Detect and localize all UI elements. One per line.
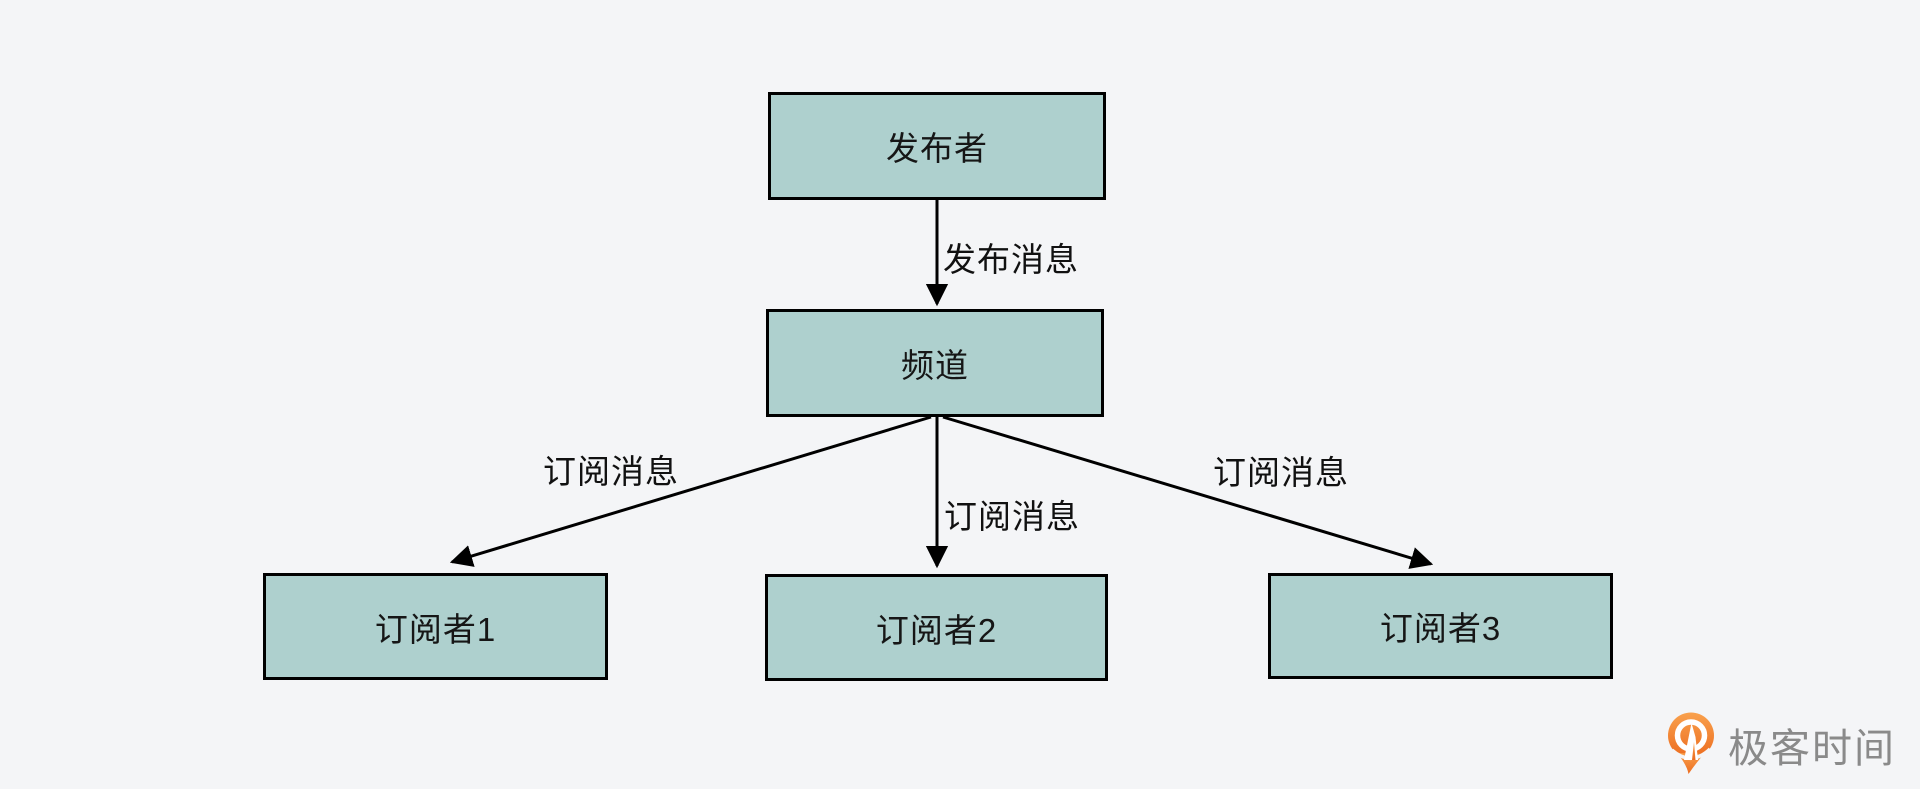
node-label-subscriber3: 订阅者3 [1379, 610, 1502, 647]
node-publisher: 发布者 [768, 92, 1106, 200]
edge-label-channel-to-subscriber3: 订阅消息 [1213, 454, 1349, 491]
geektime-logo-text: 极客时间 [1728, 727, 1896, 771]
node-subscriber3: 订阅者3 [1268, 573, 1613, 679]
node-label-subscriber2: 订阅者2 [875, 611, 998, 649]
edge-label-channel-to-subscriber1: 订阅消息 [543, 453, 679, 490]
node-subscriber2: 订阅者2 [765, 574, 1108, 681]
node-subscriber1: 订阅者1 [263, 573, 608, 680]
node-label-subscriber1: 订阅者1 [374, 610, 497, 648]
geektime-logo-icon [1668, 712, 1714, 774]
node-label-publisher: 发布者 [886, 130, 988, 167]
edge-label-channel-to-subscriber2: 订阅消息 [944, 498, 1080, 535]
edge-channel-to-subscriber1 [449, 415, 932, 567]
node-channel: 频道 [766, 309, 1104, 417]
node-label-channel: 频道 [901, 347, 969, 384]
geektime-logo: 极客时间 [1666, 712, 1896, 778]
edge-label-publisher-to-channel: 发布消息 [943, 241, 1079, 278]
edge-channel-to-subscriber3 [942, 415, 1434, 569]
